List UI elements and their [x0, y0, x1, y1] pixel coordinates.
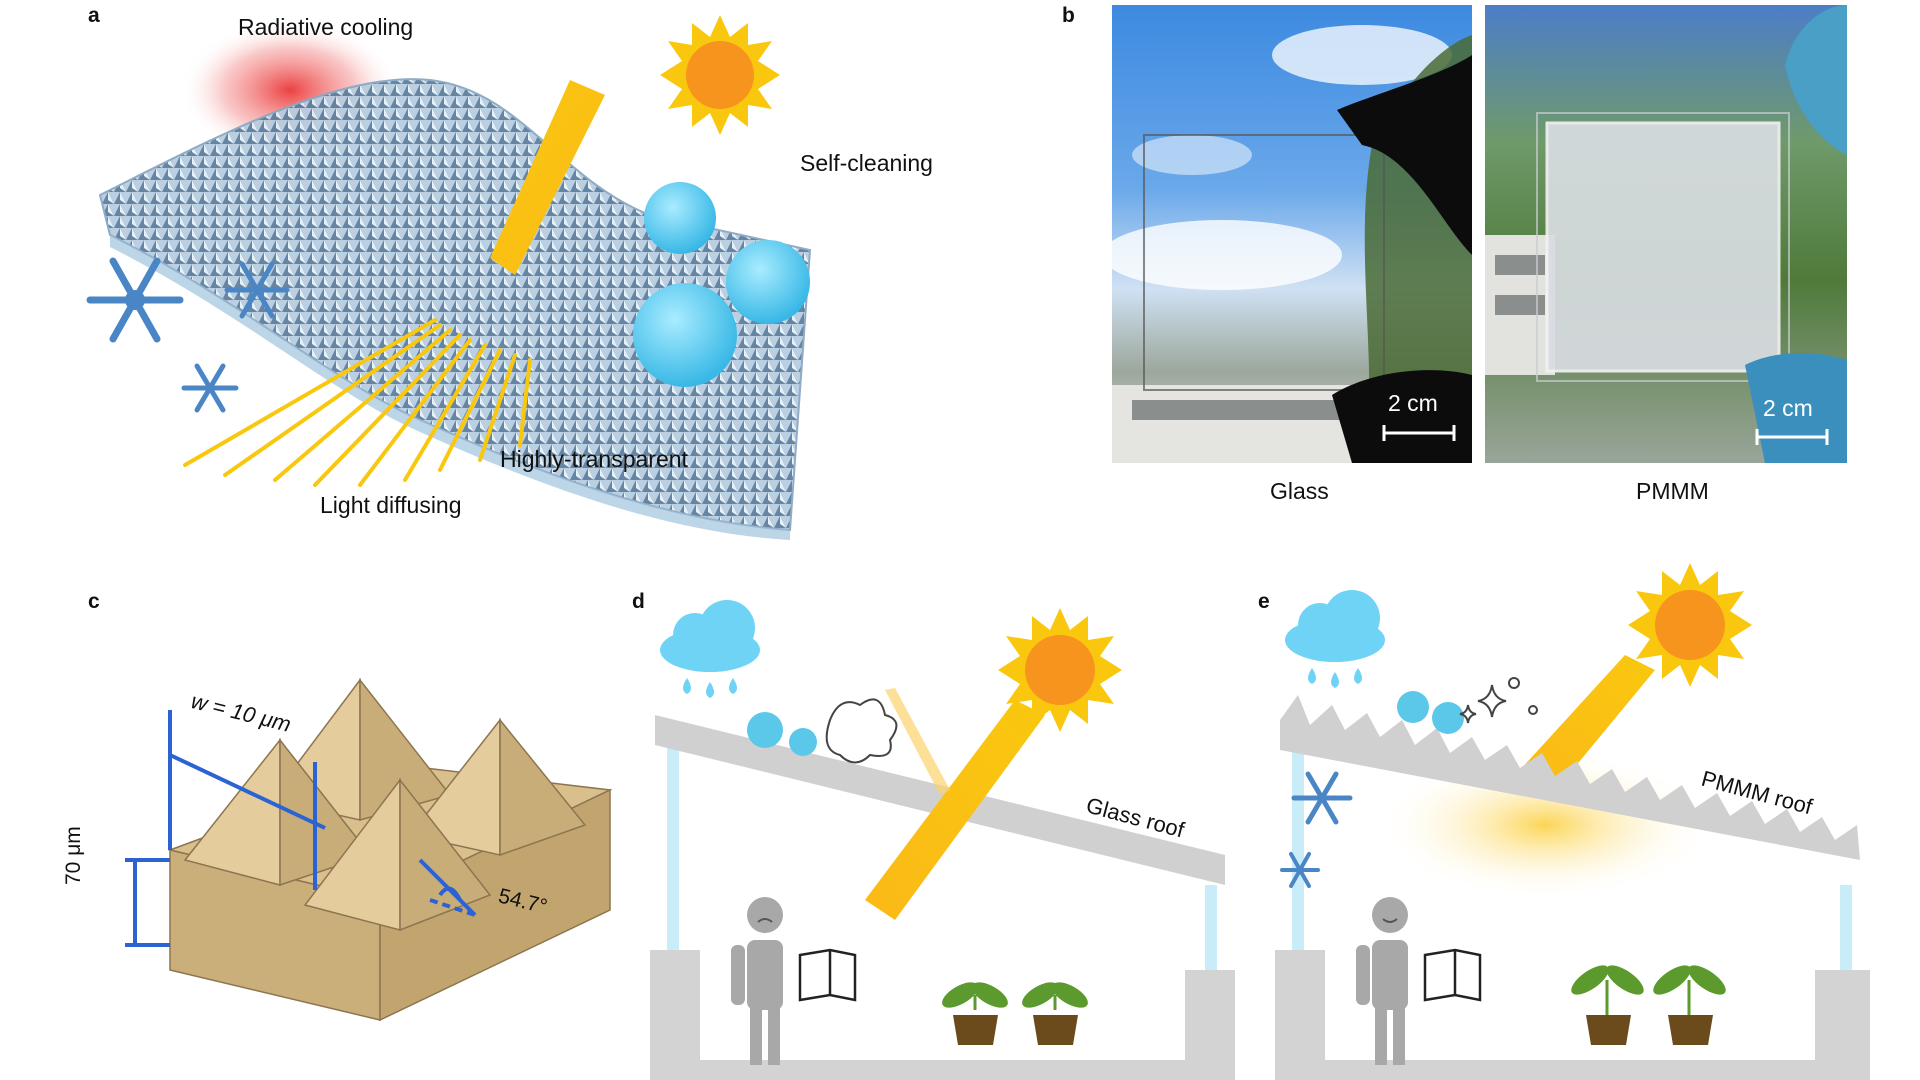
sun-beam	[1520, 655, 1655, 785]
house-floor	[1275, 950, 1870, 1080]
house-floor	[650, 950, 1235, 1080]
water-droplet	[1432, 702, 1464, 734]
water-droplet	[633, 283, 737, 387]
pmmm-roof	[1280, 695, 1860, 860]
diffused-light-glow	[1375, 750, 1715, 900]
sad-plant-icon	[1022, 982, 1088, 1045]
pyramid-structure-diagram	[125, 677, 613, 1022]
water-droplet	[644, 182, 716, 254]
reflected-beam	[885, 688, 950, 795]
incident-sun-beam	[490, 80, 605, 275]
pyramid	[183, 737, 281, 886]
water-droplet	[747, 712, 783, 748]
panel-d-letter: d	[632, 590, 645, 613]
snowflake-icon	[1280, 852, 1320, 888]
roof-pillar	[667, 740, 679, 950]
pmmm-photo: 2 cm	[1485, 5, 1847, 463]
panel-b-letter: b	[1062, 4, 1075, 27]
panel-c-letter: c	[88, 590, 100, 613]
light-diffusing-label: Light diffusing	[320, 492, 462, 518]
sun-icon	[998, 608, 1122, 732]
snowflake-icon	[181, 363, 239, 413]
panel-e-letter: e	[1258, 590, 1270, 613]
sun-icon	[660, 15, 780, 135]
width-dimension	[168, 710, 326, 890]
snowflake-icon	[224, 261, 290, 319]
dirt-splat-icon	[825, 698, 898, 764]
pmmm-scale-label: 2 cm	[1763, 395, 1813, 421]
water-droplet	[1397, 691, 1429, 723]
roof-pillar	[1205, 885, 1217, 970]
book-icon	[798, 948, 857, 1002]
pmmm-roof-scene	[1275, 563, 1870, 1080]
glass-roof-scene	[650, 600, 1235, 1080]
happy-plant-icon	[1653, 965, 1726, 1045]
happy-plant-icon	[1571, 965, 1644, 1045]
sad-plant-icon	[942, 982, 1008, 1045]
pmmm-caption: PMMM	[1636, 478, 1709, 504]
self-cleaning-label: Self-cleaning	[800, 150, 933, 176]
glass-scale-label: 2 cm	[1388, 390, 1438, 416]
glass-caption: Glass	[1270, 478, 1329, 504]
roof-pillar	[1292, 740, 1304, 950]
radiative-cooling-label: Radiative cooling	[238, 14, 414, 40]
pyramid	[499, 717, 587, 857]
glass-photo: 2 cm	[1112, 5, 1472, 463]
book-icon	[1423, 948, 1482, 1002]
height-label: 70 μm	[62, 826, 85, 885]
snowflake-icon	[1291, 771, 1353, 825]
panel-a-illustration	[86, 15, 812, 540]
diffused-light-rays	[183, 318, 532, 487]
rain-cloud-icon	[1285, 590, 1385, 688]
angle-marker	[418, 858, 477, 917]
happy-person-icon	[1356, 897, 1408, 1065]
water-droplet	[789, 728, 817, 756]
water-droplet	[726, 240, 810, 324]
roof-pillar	[1840, 885, 1852, 970]
sparkle-icon	[1459, 677, 1538, 724]
sun-icon	[1628, 563, 1752, 687]
sad-person-icon	[731, 897, 783, 1065]
height-dimension	[125, 858, 170, 947]
snowflake-icon	[86, 257, 184, 343]
rain-cloud-icon	[660, 600, 760, 698]
panel-a-letter: a	[88, 4, 100, 27]
pyramid	[399, 777, 492, 932]
sun-beam	[865, 700, 1045, 920]
highly-transparent-label: Highly-transparent	[500, 446, 688, 472]
